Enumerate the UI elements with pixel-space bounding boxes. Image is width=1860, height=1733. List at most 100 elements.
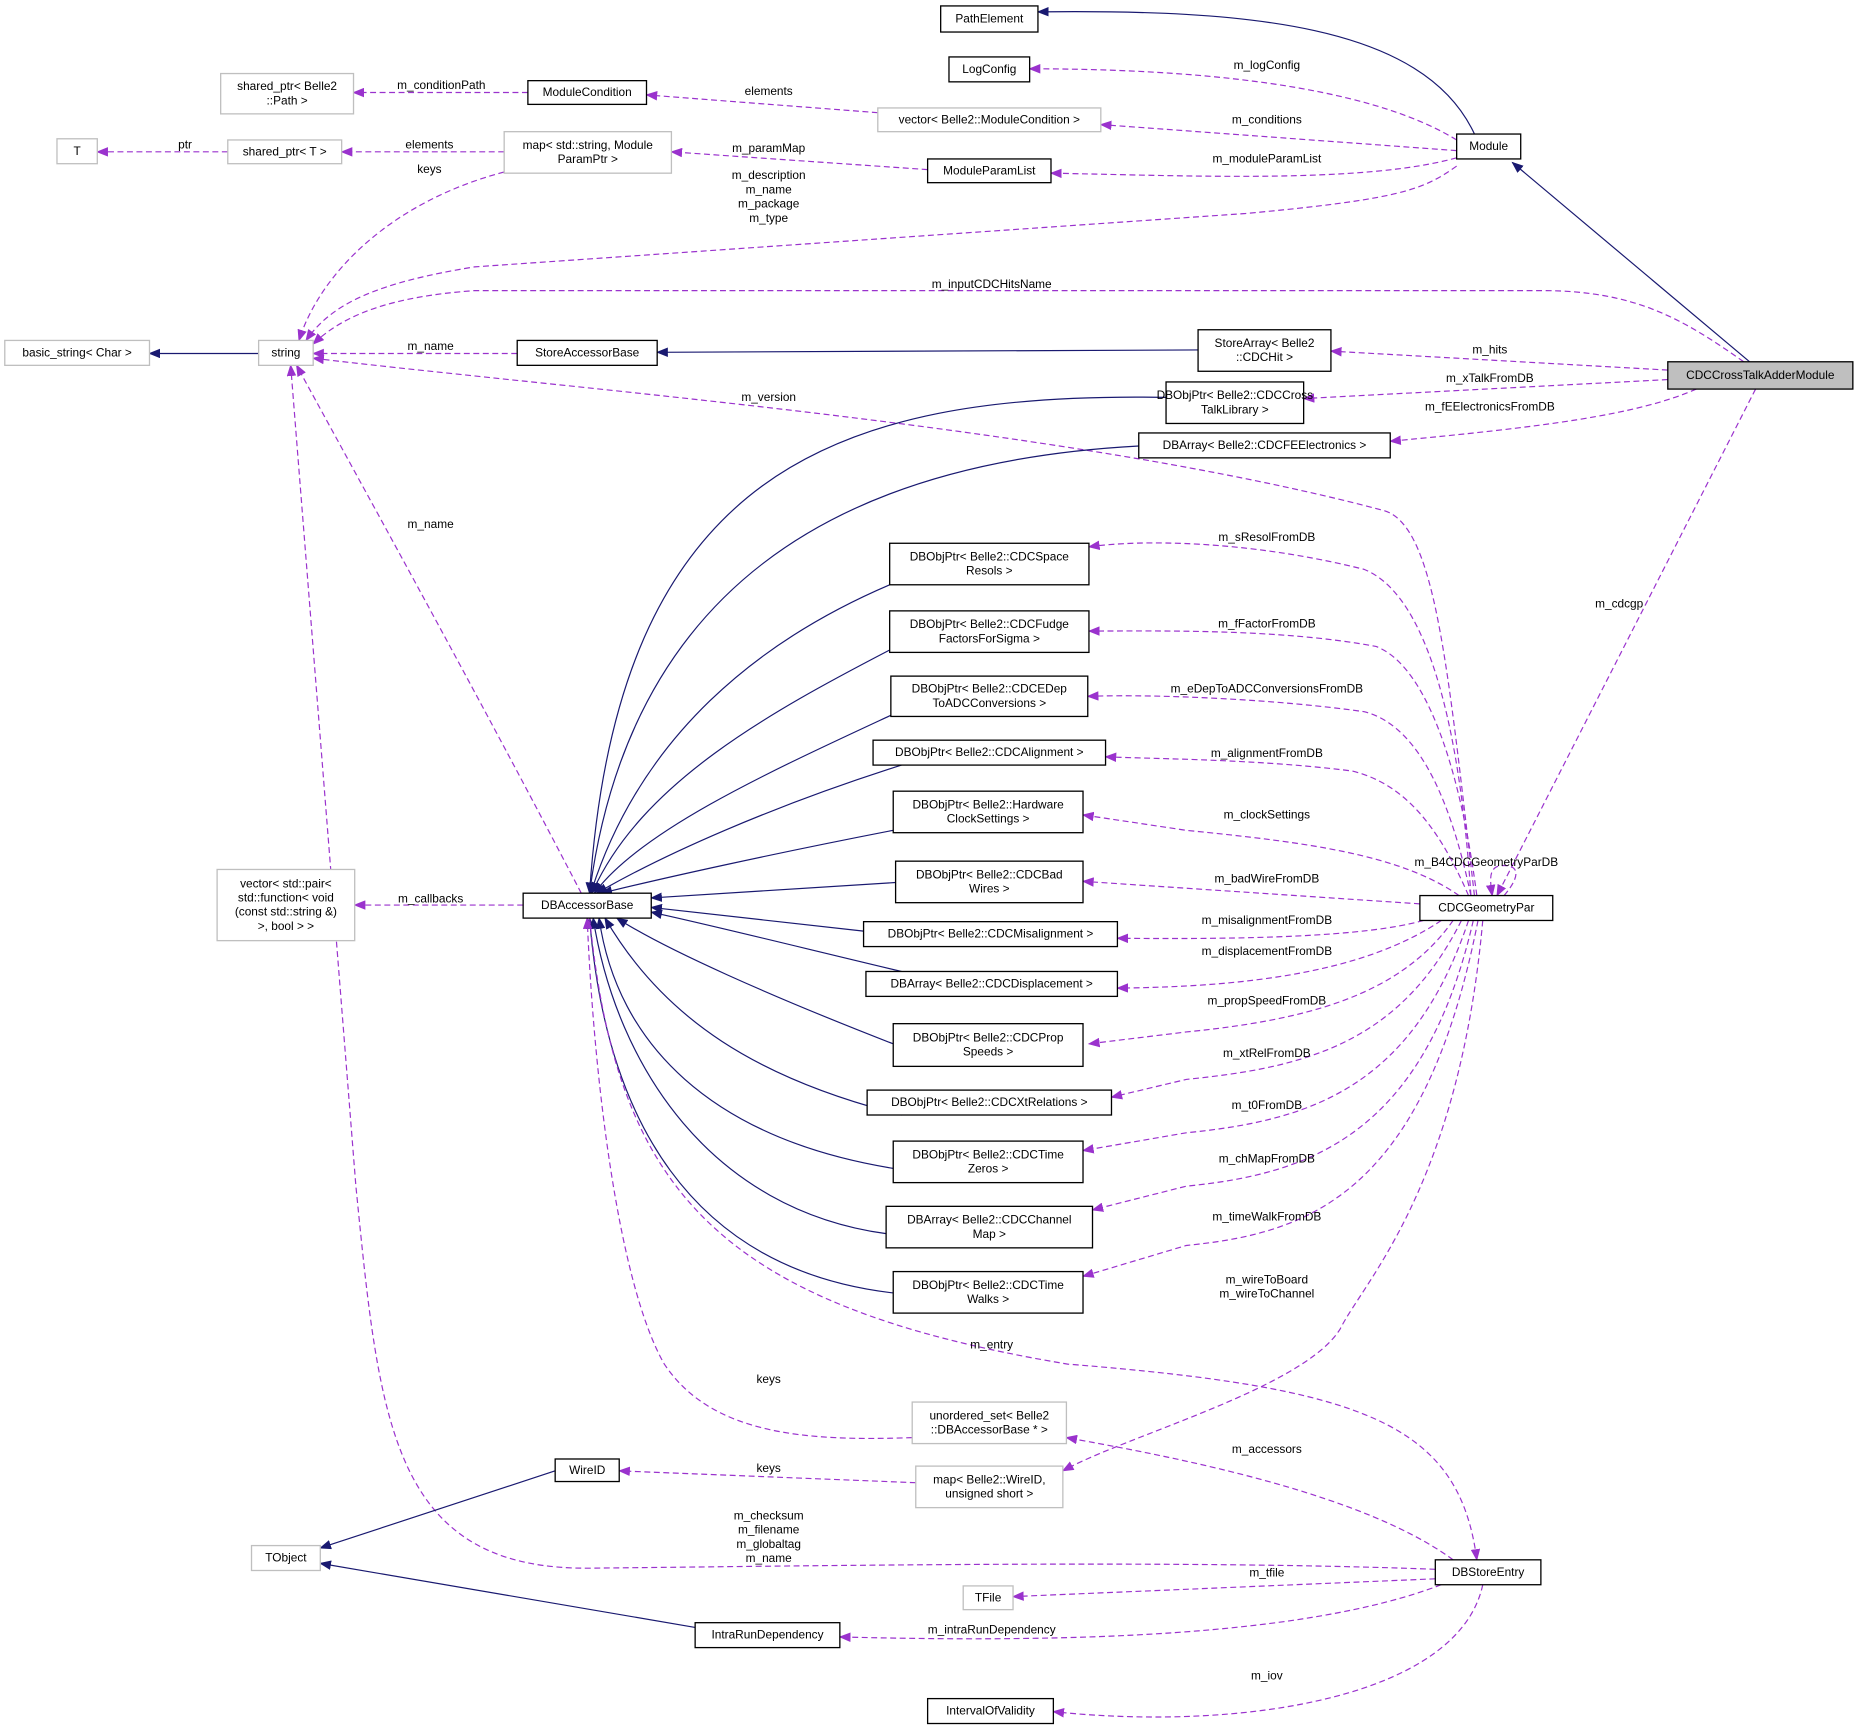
node-label: ::CDCHit > (1236, 350, 1293, 364)
class-node-cdccross-talk-adder-module[interactable]: CDCCrossTalkAdderModule (1667, 361, 1854, 390)
usage-arrow (1485, 864, 1517, 897)
inheritance-edge (595, 916, 894, 1169)
usage-arrow (645, 90, 878, 114)
class-node-dbstore-entry[interactable]: DBStoreEntry (1434, 1559, 1542, 1586)
class-node-xt[interactable]: DBObjPtr< Belle2::CDCXtRelations > (866, 1089, 1113, 1116)
node-label: DBAccessorBase (541, 898, 634, 912)
class-node-misalign[interactable]: DBObjPtr< Belle2::CDCMisalignment > (862, 921, 1119, 948)
edge-label: m_name (746, 1551, 793, 1565)
edge-label: m_description (732, 168, 806, 182)
node-label: std::function< void (238, 890, 334, 904)
class-node-module-param-list[interactable]: ModuleParamList (926, 158, 1052, 184)
class-node-map-wire[interactable]: map< Belle2::WireID,unsigned short > (915, 1465, 1064, 1509)
node-label: Module (1469, 139, 1508, 153)
node-label: vector< std::pair< (240, 876, 332, 890)
node-label: Resols > (966, 564, 1013, 578)
class-node-path-element[interactable]: PathElement (940, 5, 1039, 33)
class-node-vec-module-condition[interactable]: vector< Belle2::ModuleCondition > (877, 107, 1102, 133)
class-node-interval-of-validity[interactable]: IntervalOfValidity (926, 1697, 1055, 1725)
inheritance-arrow (655, 347, 1199, 357)
class-node-log-config[interactable]: LogConfig (948, 56, 1031, 83)
usage-arrow (1302, 378, 1668, 403)
usage-edge: m_chMapFromDB (1091, 920, 1474, 1212)
class-node-dbaccessor-base[interactable]: DBAccessorBase (522, 892, 652, 919)
node-label: T (74, 144, 81, 158)
class-node-displacement[interactable]: DBArray< Belle2::CDCDisplacement > (865, 970, 1119, 998)
node-box (1165, 381, 1305, 425)
node-label: Zeros > (968, 1162, 1009, 1176)
node-label: DBObjPtr< Belle2::CDCMisalignment > (888, 927, 1094, 941)
node-label: map< Belle2::WireID, (933, 1472, 1045, 1486)
edge-label: m_hits (1472, 342, 1507, 356)
class-node-module-condition[interactable]: ModuleCondition (527, 80, 648, 106)
class-node-vec-pair[interactable]: vector< std::pair<std::function< void(co… (216, 868, 356, 942)
class-node-alignment[interactable]: DBObjPtr< Belle2::CDCAlignment > (872, 739, 1107, 766)
node-label: Walks > (967, 1292, 1009, 1306)
class-node-tobject[interactable]: TObject (250, 1544, 321, 1572)
node-box (940, 5, 1039, 33)
edge-label: m_moduleParamList (1212, 152, 1321, 166)
node-box (56, 138, 98, 165)
usage-arrow (1065, 1434, 1454, 1561)
usage-arrow (1099, 120, 1457, 152)
inheritance-edge (650, 881, 896, 902)
class-node-shared-path[interactable]: shared_ptr< Belle2::Path > (220, 72, 355, 115)
edge-label: m_timeWalkFromDB (1212, 1210, 1321, 1224)
inheritance-arrow (650, 909, 902, 973)
node-label: ::Path > (266, 93, 307, 107)
usage-arrow (1087, 540, 1472, 896)
inheritance-arrow (589, 584, 890, 895)
edge-label: m_accessors (1232, 1442, 1302, 1456)
edge-label: keys (417, 162, 441, 176)
inheritance-arrow (1511, 161, 1751, 363)
node-label: ClockSettings > (947, 812, 1030, 826)
edge-label: m_logConfig (1234, 58, 1301, 72)
class-node-t[interactable]: T (56, 138, 98, 165)
class-node-wire-id[interactable]: WireID (554, 1458, 620, 1483)
usage-arrow (1086, 691, 1472, 896)
class-node-intra-run-dependency[interactable]: IntraRunDependency (694, 1622, 841, 1649)
usage-edge: m_B4CDCGeometryParDB (1414, 855, 1558, 897)
node-label: TObject (265, 1551, 307, 1565)
inheritance-edge (600, 829, 894, 896)
edge-label: m_displacementFromDB (1202, 944, 1333, 958)
inheritance-arrow (604, 917, 902, 1116)
usage-edge: m_xtRelFromDB (1110, 920, 1462, 1100)
edges-layer: m_logConfigm_conditionselementsm_conditi… (96, 6, 1757, 1718)
class-node-basic-string[interactable]: basic_string< Char > (4, 339, 151, 366)
usage-edge: elements (340, 137, 505, 157)
class-node-fudge[interactable]: DBObjPtr< Belle2::CDCFudgeFactorsForSigm… (889, 610, 1090, 654)
class-node-clock[interactable]: DBObjPtr< Belle2::HardwareClockSettings … (892, 790, 1084, 834)
node-label: WireID (569, 1463, 605, 1477)
class-node-shared-t[interactable]: shared_ptr< T > (227, 139, 343, 165)
inheritance-edge (595, 764, 902, 894)
inheritance-edge (604, 917, 902, 1116)
class-node-unordered-set[interactable]: unordered_set< Belle2::DBAccessorBase * … (911, 1401, 1068, 1445)
class-node-module[interactable]: Module (1456, 133, 1522, 160)
usage-edge: m_misalignmentFromDB (1116, 913, 1424, 944)
usage-edge: keys (297, 162, 505, 342)
usage-arrow (1011, 1578, 1436, 1601)
class-node-tfile[interactable]: TFile (962, 1585, 1014, 1611)
node-box (890, 675, 1089, 718)
class-node-cdcgeometry-par[interactable]: CDCGeometryPar (1419, 894, 1554, 922)
node-label: Speeds > (963, 1045, 1014, 1059)
class-node-store-accessor-base[interactable]: StoreAccessorBase (516, 339, 658, 366)
usage-edge: m_entry (588, 918, 1481, 1561)
class-node-store-array[interactable]: StoreArray< Belle2::CDCHit > (1197, 329, 1332, 372)
class-node-fe-elec[interactable]: DBArray< Belle2::CDCFEElectronics > (1138, 432, 1391, 459)
usage-arrow (1389, 388, 1697, 445)
inheritance-edge (585, 916, 894, 1294)
class-node-string[interactable]: string (257, 339, 314, 366)
usage-edge: m_version (312, 354, 1476, 896)
node-label: DBStoreEntry (1452, 1565, 1525, 1579)
class-node-edep[interactable]: DBObjPtr< Belle2::CDCEDepToADCConversion… (890, 675, 1089, 718)
